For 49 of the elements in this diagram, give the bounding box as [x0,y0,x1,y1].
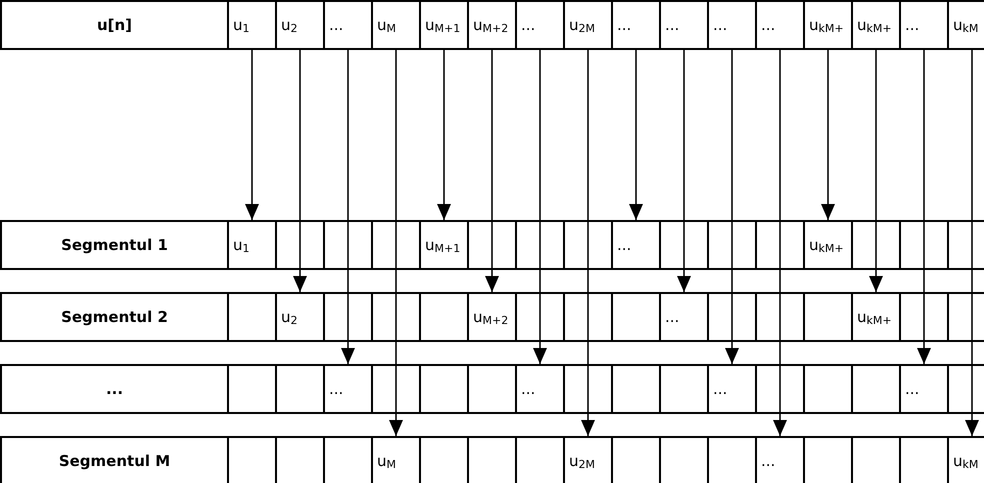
table-cell: ... [899,0,949,50]
table-cell: ... [755,0,805,50]
arrow [293,50,307,292]
table-cell: u$_{kM+}$ [803,0,853,50]
table-cell: ... [899,364,949,414]
table-cell: ... [323,364,373,414]
arrow [677,50,691,292]
table-cell: u$_{2}$ [275,292,325,342]
arrow [917,50,931,364]
row-header-cell: Segmentul 1 [0,220,229,270]
table-cell: u$_{1}$ [227,0,277,50]
table-cell: ... [707,0,757,50]
arrow [869,50,883,292]
table-cell: ... [659,292,709,342]
row-header-cell: u[n] [0,0,229,50]
table-cell: u$_{kM+}$ [803,220,853,270]
table-cell: u$_{kM+}$ [851,0,901,50]
arrow [341,50,355,364]
table-cell: u$_{kM+}$ [851,292,901,342]
table-cell: ... [323,0,373,50]
table-cell: u$_{M+2}$ [467,292,517,342]
row-header-cell: Segmentul 2 [0,292,229,342]
arrow [581,50,595,436]
table-cell: u$_{M}$ [371,0,421,50]
arrow [725,50,739,364]
arrow [773,50,787,436]
arrow [629,50,643,220]
table-cell: u$_{2M}$ [563,0,613,50]
table-cell: u$_{M+1}$ [419,220,469,270]
arrow [533,50,547,364]
table-cell: u$_{2}$ [275,0,325,50]
table-cell: ... [515,364,565,414]
table-cell: ... [659,0,709,50]
table-cell: ... [611,220,661,270]
table-cell: u$_{M+1}$ [419,0,469,50]
arrow [485,50,499,292]
row-header-cell: Segmentul M [0,436,229,483]
table-cell: ... [611,0,661,50]
table-cell: ... [707,364,757,414]
table-cell: u$_{M+2}$ [467,0,517,50]
arrow [821,50,835,220]
arrow [437,50,451,220]
arrow [245,50,259,220]
arrow [389,50,403,436]
table-cell: ... [515,0,565,50]
arrow [965,50,979,436]
table-cell: u$_{kM}$ [947,0,984,50]
table-cell: u$_{1}$ [227,220,277,270]
row-header-cell: ... [0,364,229,414]
